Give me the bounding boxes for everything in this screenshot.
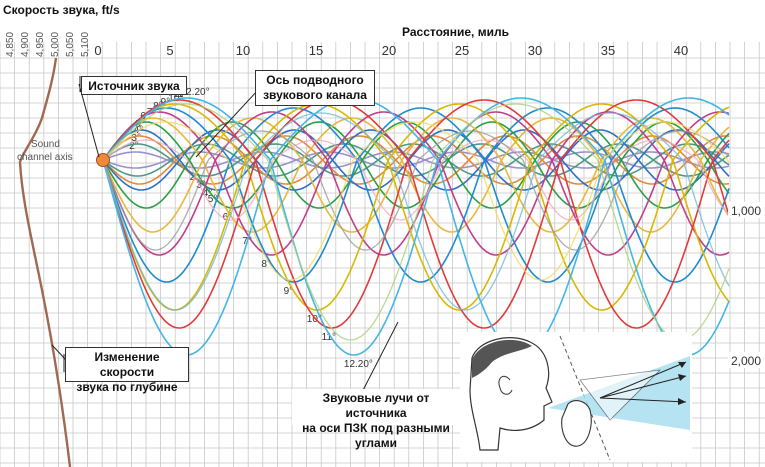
sound-ray bbox=[102, 130, 730, 251]
sound-ray bbox=[102, 99, 730, 329]
ray-angle-label: 5° bbox=[208, 194, 218, 205]
distance-axis-tick: 35 bbox=[601, 43, 615, 58]
ray-angle-label: 12.20° bbox=[344, 359, 373, 370]
ray-angle-label: 8° bbox=[261, 259, 271, 270]
distance-axis-title: Расстояние, миль bbox=[402, 25, 509, 39]
callout-rays: Звуковые лучи от источника на оси ПЗК по… bbox=[292, 389, 460, 450]
callout-rays-line: Звуковые лучи от источника bbox=[322, 391, 430, 420]
sound-ray bbox=[102, 151, 730, 169]
ray-angle-label: 9° bbox=[284, 286, 294, 297]
ray-angle-label: 3° bbox=[196, 180, 206, 191]
speed-axis-tick: 5,000 bbox=[50, 32, 61, 57]
ray-angle-label: 10° bbox=[307, 314, 322, 325]
ear-listener-illustration bbox=[460, 332, 692, 462]
depth-tick-bg bbox=[728, 352, 764, 368]
sound-ray bbox=[102, 121, 730, 209]
sound-ray bbox=[102, 117, 730, 233]
sound-ray bbox=[102, 112, 730, 311]
speed-axis-tick: 5,100 bbox=[80, 32, 91, 57]
depth-axis-tick: 2,000 bbox=[731, 354, 761, 368]
sound-ray bbox=[102, 111, 730, 256]
distance-axis-tick: 30 bbox=[528, 43, 542, 58]
sound-speed-profile-line bbox=[18, 57, 72, 467]
speed-axis-tick: 4,900 bbox=[20, 32, 31, 57]
depth-tick-bg bbox=[728, 202, 764, 218]
distance-axis-tick: 10 bbox=[236, 43, 250, 58]
sound-ray bbox=[102, 103, 730, 311]
sound-ray bbox=[102, 97, 730, 356]
ray-angle-label: 11° bbox=[322, 332, 336, 343]
sound-ray bbox=[102, 139, 730, 221]
sound-ray bbox=[102, 99, 730, 329]
distance-axis-tick: 40 bbox=[674, 43, 688, 58]
callout-channel-axis-line: звукового канала bbox=[263, 88, 367, 102]
sound-ray bbox=[102, 107, 730, 283]
distance-axis-tick: 25 bbox=[455, 43, 469, 58]
callout-channel-axis-line: Ось подводного bbox=[266, 73, 364, 87]
callout-speed-profile: Изменение скорости звука по глубине bbox=[65, 347, 189, 394]
sound-source-dot bbox=[96, 153, 110, 167]
sound-ray bbox=[102, 107, 730, 283]
callout-channel-axis: Ось подводного звукового канала bbox=[255, 70, 375, 106]
distance-axis-tick: 0 bbox=[94, 43, 101, 58]
callout-speed-profile-line: звука по глубине bbox=[76, 380, 178, 394]
sound-ray bbox=[102, 121, 730, 209]
sound-ray bbox=[102, 103, 730, 311]
depth-axis-tick: 1,000 bbox=[731, 204, 761, 218]
callout-leaders bbox=[51, 76, 399, 403]
callout-source: Источник звука bbox=[81, 76, 187, 95]
distance-axis-tick: 5 bbox=[166, 43, 173, 58]
speed-axis-tick: 5,050 bbox=[65, 32, 76, 57]
ray-angle-label: 4° bbox=[203, 188, 213, 199]
callout-speed-profile-line: Изменение скорости bbox=[94, 350, 160, 379]
channel-axis-label: channel axis bbox=[17, 152, 73, 163]
ray-angle-label: 12.20° bbox=[181, 87, 210, 98]
distance-axis-tick: 15 bbox=[309, 43, 323, 58]
sound-ray bbox=[102, 97, 730, 356]
ray-angle-label: 2° bbox=[129, 141, 139, 152]
speed-axis-tick: 4,850 bbox=[5, 32, 16, 57]
sound-ray bbox=[102, 117, 730, 233]
ray-angle-label: 3° bbox=[131, 133, 141, 144]
sound-ray bbox=[102, 103, 730, 341]
callout-rays-line: на оси ПЗК под разными углами bbox=[302, 421, 450, 450]
sound-ray bbox=[102, 121, 730, 281]
distance-axis-tick: 20 bbox=[382, 43, 396, 58]
speed-axis-title: Скорость звука, ft/s bbox=[3, 3, 120, 17]
speed-axis-tick: 4,950 bbox=[35, 32, 46, 57]
channel-axis-label: Sound bbox=[31, 139, 60, 150]
sound-rays: 2°2°3°3°4°4°5°5°6°6°7°7°8°8°9°9°10°10°11… bbox=[102, 87, 730, 370]
